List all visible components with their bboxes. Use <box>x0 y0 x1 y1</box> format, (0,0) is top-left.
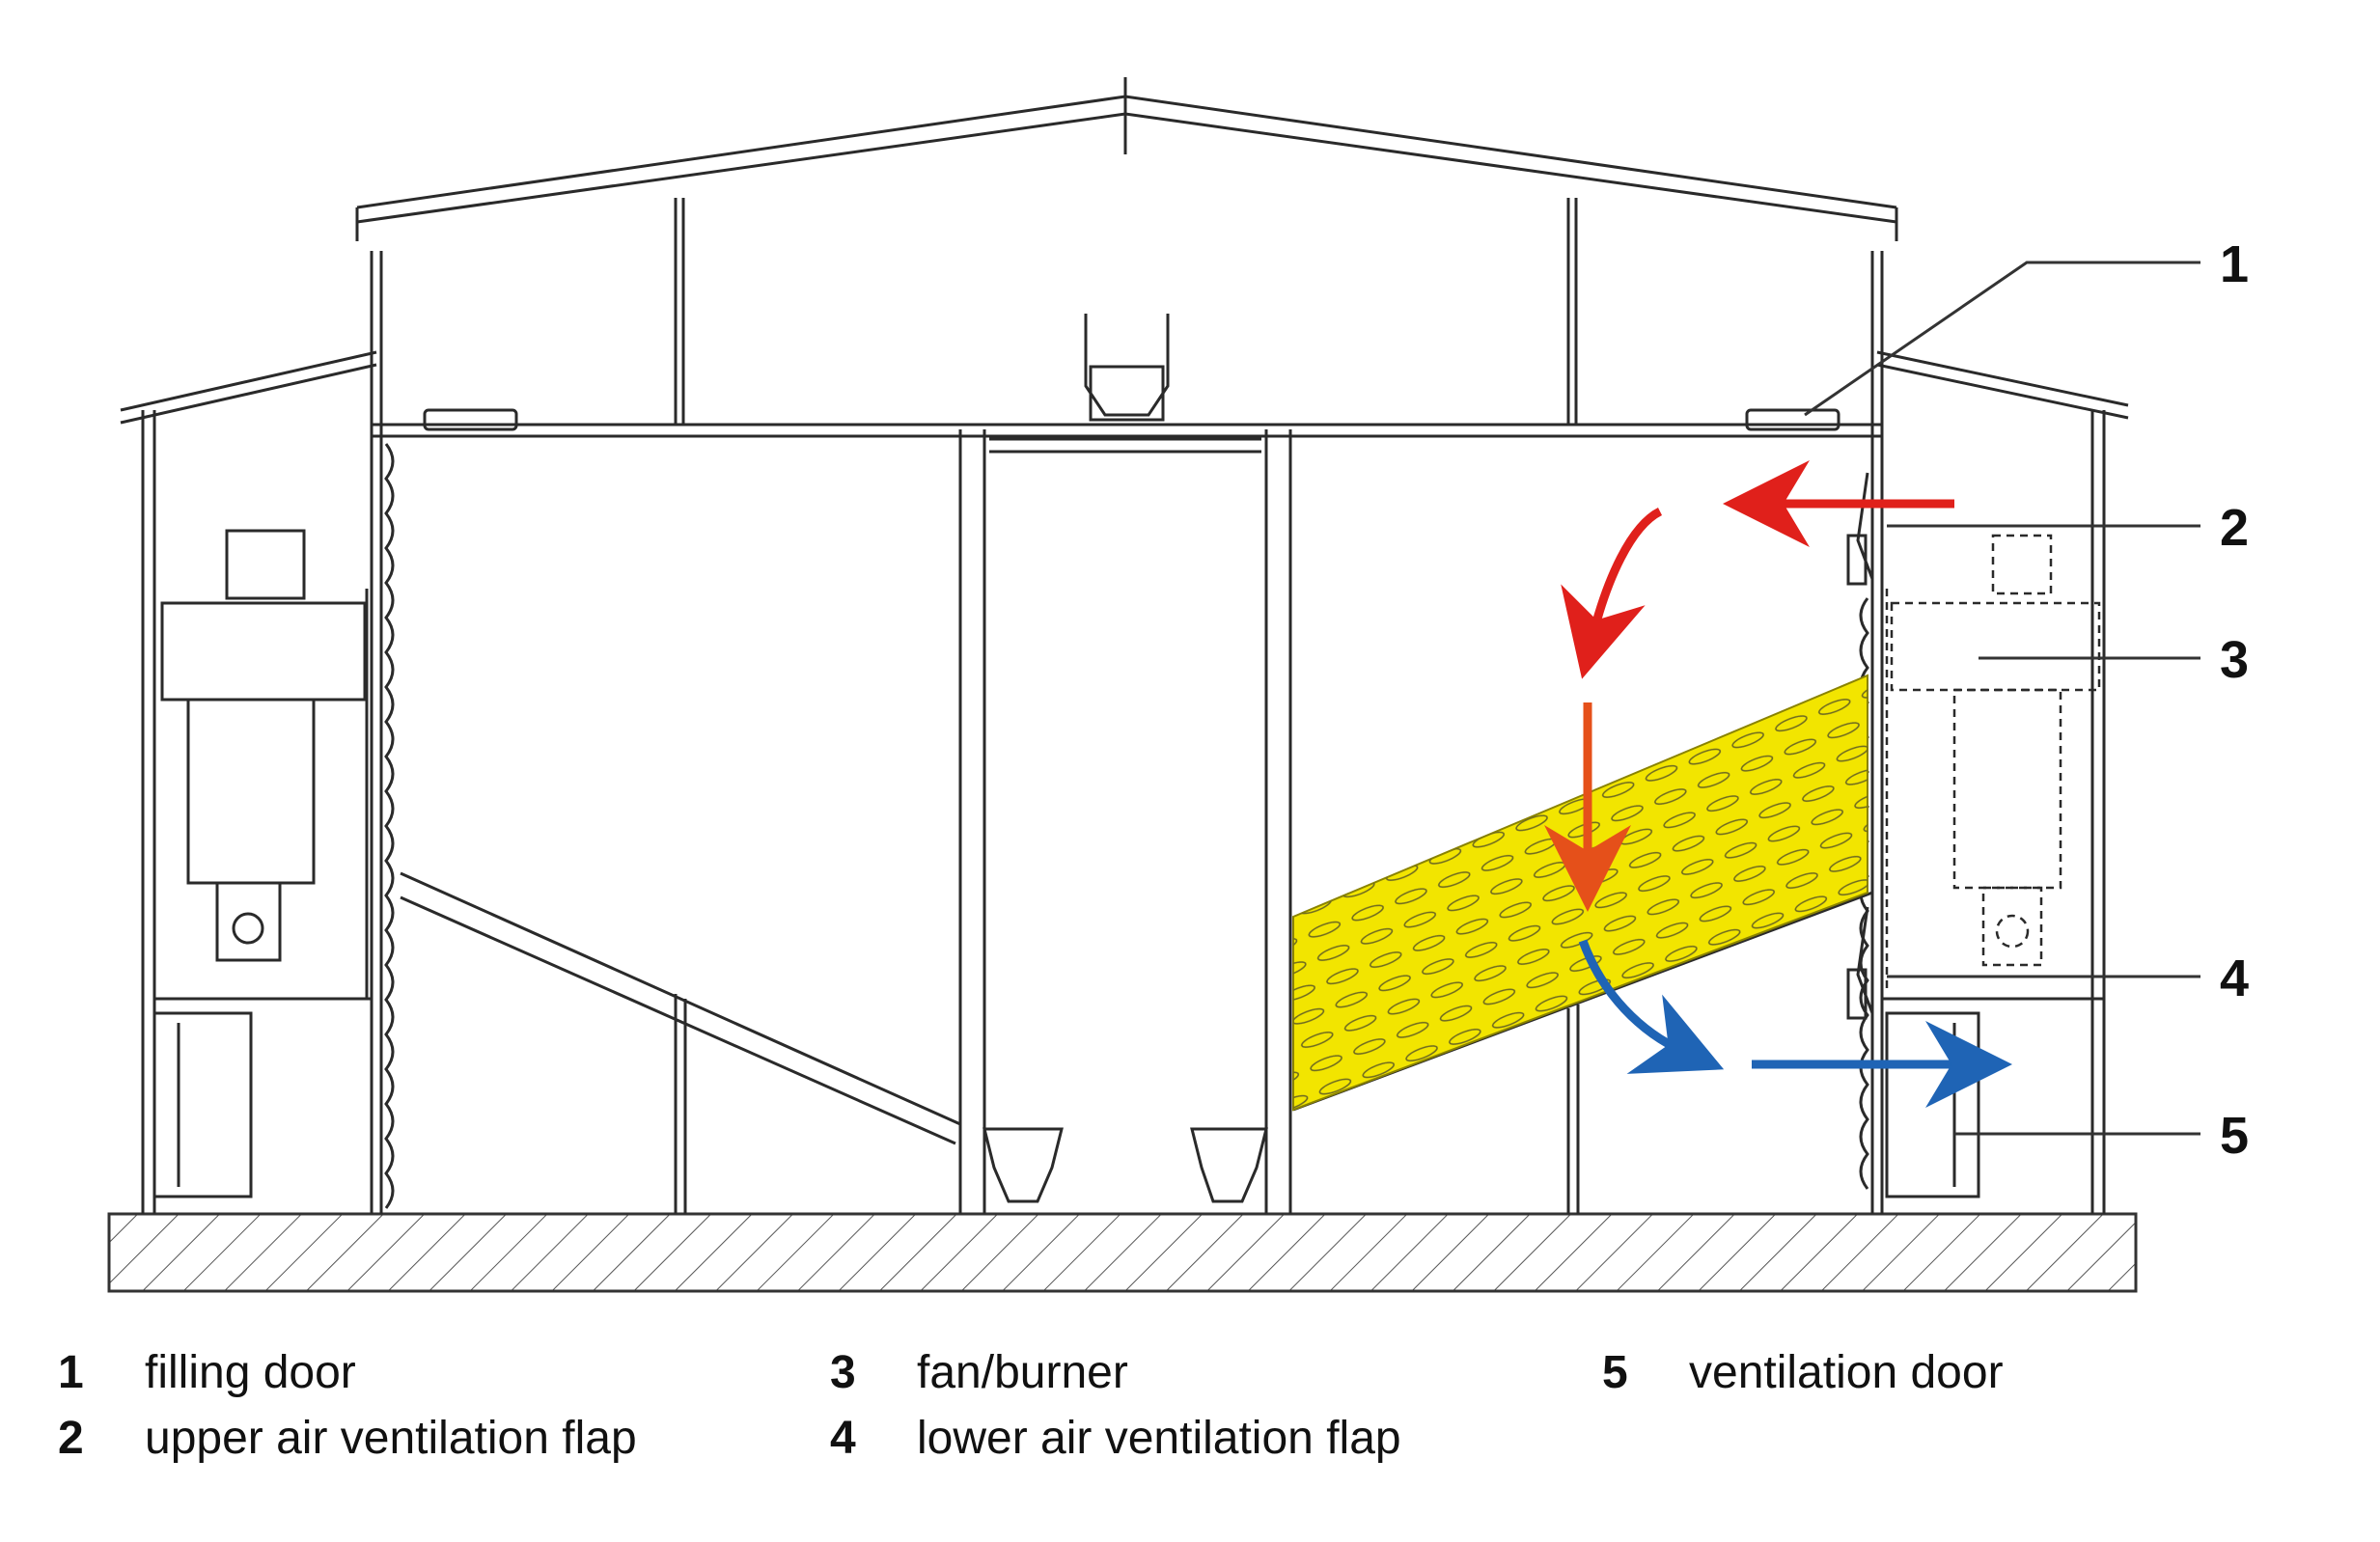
callout-2: 2 <box>2220 499 2249 557</box>
grain-layer <box>1292 674 1868 1112</box>
building-structure <box>120 77 2129 1214</box>
legend: 1 filling door 2 upper air ventilation fla… <box>58 1346 2278 1491</box>
ground-hatch <box>107 1212 2138 1293</box>
legend-number: 3 <box>830 1347 856 1398</box>
legend-number: 5 <box>1602 1347 1628 1398</box>
legend-item-fan-burner: 3 fan/burner <box>830 1346 1128 1399</box>
arrow-warm-air-curve-icon <box>1561 507 1663 679</box>
legend-label: filling door <box>145 1347 356 1398</box>
callout-3: 3 <box>2220 631 2249 689</box>
arrow-exhaust-curve-icon <box>1578 939 1725 1074</box>
legend-item-lower-flap: 4 lower air ventilation flap <box>830 1412 1401 1465</box>
callout-4: 4 <box>2220 950 2249 1007</box>
callout-5: 5 <box>2220 1107 2249 1165</box>
legend-label: upper air ventilation flap <box>145 1413 637 1464</box>
legend-item-filling-door: 1 filling door <box>58 1346 356 1399</box>
legend-label: fan/burner <box>917 1347 1128 1398</box>
legend-label: lower air ventilation flap <box>917 1413 1401 1464</box>
callout-leaders <box>1804 261 2200 1136</box>
callout-1: 1 <box>2220 235 2249 293</box>
legend-number: 4 <box>830 1413 856 1464</box>
legend-number: 1 <box>58 1347 84 1398</box>
legend-item-upper-flap: 2 upper air ventilation flap <box>58 1412 637 1465</box>
legend-number: 2 <box>58 1413 84 1464</box>
legend-item-ventilation-door: 5 ventilation door <box>1602 1346 2004 1399</box>
air-flow-arrows <box>1544 460 2012 1108</box>
legend-label: ventilation door <box>1689 1347 2004 1398</box>
